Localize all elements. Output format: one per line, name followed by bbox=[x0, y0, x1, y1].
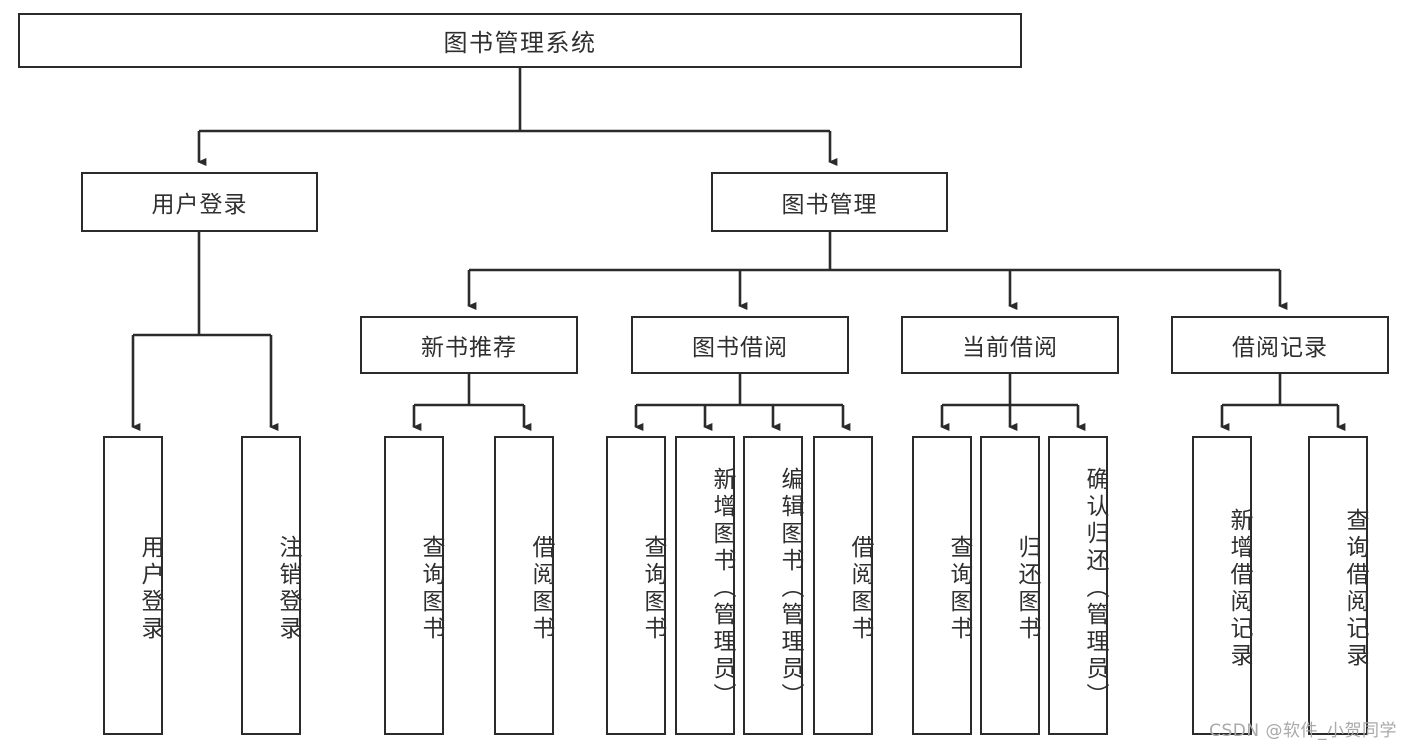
leaf-query-book-borrow[interactable]: 查询图书 bbox=[606, 436, 666, 735]
node-label: 查询图书 bbox=[640, 534, 666, 643]
node-borrow-records[interactable]: 借阅记录 bbox=[1171, 316, 1389, 374]
leaf-query-borrow-record[interactable]: 查询借阅记录 bbox=[1308, 436, 1368, 735]
leaf-borrow-book[interactable]: 借阅图书 bbox=[813, 436, 873, 735]
leaf-logout[interactable]: 注销登录 bbox=[241, 436, 301, 735]
node-label: 编辑图书（管理员） bbox=[777, 467, 803, 710]
node-label: 查询图书 bbox=[418, 534, 444, 643]
node-label: 确认归还（管理员） bbox=[1082, 467, 1108, 710]
node-label: 新增借阅记录 bbox=[1226, 507, 1252, 670]
node-label: 图书管理系统 bbox=[443, 29, 597, 57]
node-new-book-recommend[interactable]: 新书推荐 bbox=[360, 316, 578, 374]
node-label: 图书管理 bbox=[781, 192, 878, 218]
node-label: 图书借阅 bbox=[692, 335, 788, 361]
node-book-management[interactable]: 图书管理 bbox=[711, 172, 948, 232]
leaf-add-book-admin[interactable]: 新增图书（管理员） bbox=[675, 436, 735, 735]
node-label: 归还图书 bbox=[1014, 534, 1040, 643]
leaf-return-book[interactable]: 归还图书 bbox=[980, 436, 1040, 735]
node-label: 查询借阅记录 bbox=[1342, 507, 1368, 670]
node-label: 借阅记录 bbox=[1232, 335, 1328, 361]
node-label: 新书推荐 bbox=[421, 335, 517, 361]
leaf-add-borrow-record[interactable]: 新增借阅记录 bbox=[1192, 436, 1252, 735]
leaf-confirm-return-admin[interactable]: 确认归还（管理员） bbox=[1048, 436, 1108, 735]
node-label: 借阅图书 bbox=[528, 534, 554, 643]
leaf-edit-book-admin[interactable]: 编辑图书（管理员） bbox=[743, 436, 803, 735]
node-label: 新增图书（管理员） bbox=[709, 467, 735, 710]
leaf-user-login[interactable]: 用户登录 bbox=[103, 436, 163, 735]
node-root-system[interactable]: 图书管理系统 bbox=[18, 13, 1022, 68]
node-user-login[interactable]: 用户登录 bbox=[81, 172, 318, 232]
node-label: 用户登录 bbox=[151, 192, 248, 218]
node-label: 查询图书 bbox=[946, 534, 972, 643]
leaf-query-book-current[interactable]: 查询图书 bbox=[912, 436, 972, 735]
node-label: 注销登录 bbox=[275, 534, 301, 643]
node-label: 借阅图书 bbox=[847, 534, 873, 643]
watermark: CSDN @软件_小贺同学 bbox=[1209, 721, 1397, 741]
node-book-borrow[interactable]: 图书借阅 bbox=[631, 316, 849, 374]
node-current-borrow[interactable]: 当前借阅 bbox=[901, 316, 1119, 374]
node-label: 用户登录 bbox=[137, 534, 163, 643]
leaf-borrow-book-recommend[interactable]: 借阅图书 bbox=[494, 436, 554, 735]
leaf-query-book-recommend[interactable]: 查询图书 bbox=[384, 436, 444, 735]
node-label: 当前借阅 bbox=[962, 335, 1058, 361]
